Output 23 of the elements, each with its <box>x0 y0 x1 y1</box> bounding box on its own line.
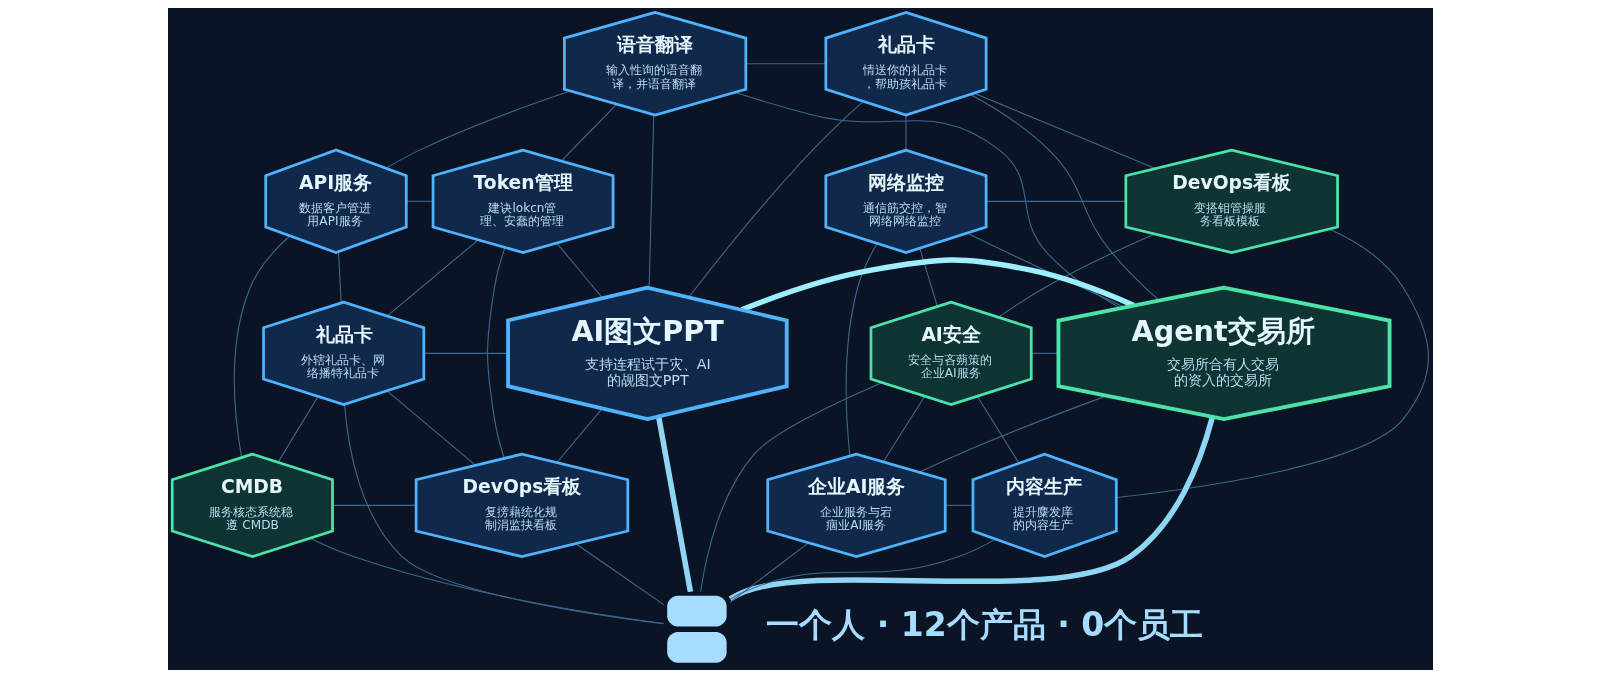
connector <box>574 543 664 606</box>
connector <box>728 416 1215 602</box>
connector <box>386 390 476 466</box>
connector <box>985 200 1126 202</box>
connector <box>882 395 925 463</box>
connector <box>560 103 617 162</box>
connector <box>745 63 826 65</box>
connector <box>555 408 603 464</box>
connector <box>944 504 973 506</box>
node-label: 一个人 · 12个产品 · 0个员工 <box>765 604 1203 644</box>
connector <box>976 396 1019 464</box>
connector <box>277 396 319 463</box>
connector <box>486 247 505 459</box>
connector <box>918 247 938 307</box>
connector <box>343 403 664 625</box>
connector <box>729 542 809 603</box>
connector <box>729 538 996 600</box>
connector <box>386 239 479 317</box>
connector <box>1115 228 1429 499</box>
connector <box>337 251 342 304</box>
connector <box>845 243 878 457</box>
connector <box>904 114 907 151</box>
connector <box>699 382 882 593</box>
